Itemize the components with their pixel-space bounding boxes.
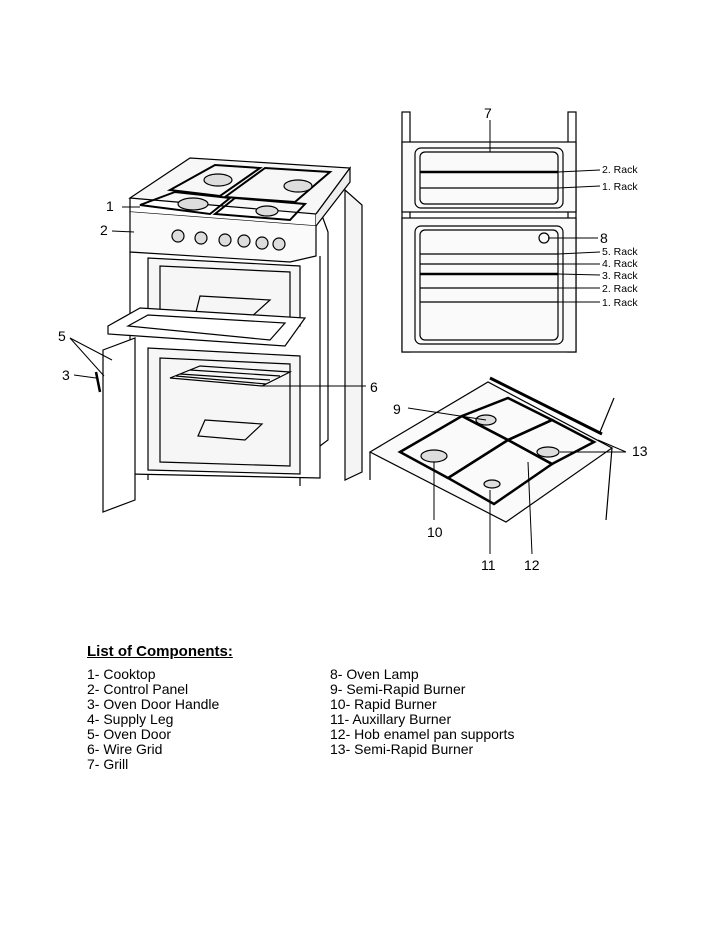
list-item: 6- Wire Grid [87,741,163,757]
list-item: 2- Control Panel [87,681,189,697]
list-item: 13- Semi-Rapid Burner [330,741,474,757]
cooker-diagram: 1 2 5 3 6 7 8 9 10 11 12 13 2. Rack 1. R… [58,105,648,573]
list-item: 4- Supply Leg [87,711,174,727]
list-item: 11- Auxillary Burner [330,711,452,727]
callout-3: 3 [62,367,70,383]
list-item: 12- Hob enamel pan supports [330,726,515,742]
callout-8: 8 [600,230,608,246]
rack-label: 4. Rack [602,258,638,270]
rack-label: 2. Rack [602,164,638,176]
list-item: 7- Grill [87,756,129,772]
rack-label: 1. Rack [602,297,638,309]
cooker-illustration [94,157,363,513]
list-item: 9- Semi-Rapid Burner [330,681,466,697]
callout-5: 5 [58,328,66,344]
callout-7: 7 [484,105,492,121]
leader-lines [69,206,366,387]
rack-label: 1. Rack [602,181,638,193]
components-list-left: 1- Cooktop 2- Control Panel 3- Oven Door… [87,667,219,772]
list-item: 8- Oven Lamp [330,666,419,682]
callout-6: 6 [370,379,378,395]
rack-label: 2. Rack [602,283,638,295]
callout-2: 2 [100,222,108,238]
hob-top-view [368,376,627,555]
callout-9: 9 [393,401,401,417]
components-title: List of Components: [87,643,233,660]
callout-1: 1 [106,198,114,214]
callout-13: 13 [632,443,648,459]
callout-12: 12 [524,557,540,573]
oven-front-view [401,111,601,353]
list-item: 3- Oven Door Handle [87,696,220,712]
rack-label: 3. Rack [602,270,638,282]
list-item: 10- Rapid Burner [330,696,437,712]
components-list-right: 8- Oven Lamp 9- Semi-Rapid Burner 10- Ra… [330,667,514,757]
callout-10: 10 [427,524,443,540]
rack-label: 5. Rack [602,246,638,258]
list-item: 5- Oven Door [87,726,172,742]
list-item: 1- Cooktop [87,666,156,682]
callout-11: 11 [481,557,496,573]
